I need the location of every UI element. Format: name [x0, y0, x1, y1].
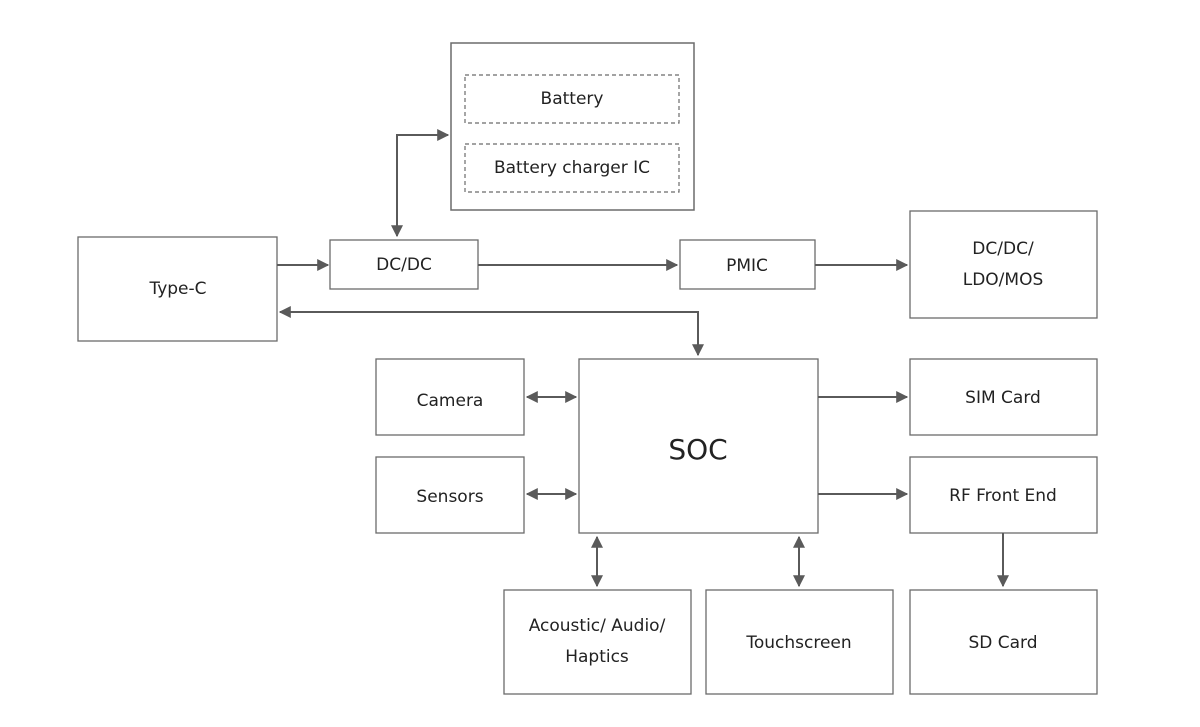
soc-label: SOC — [668, 433, 727, 466]
battery-charger-label: Battery charger IC — [494, 158, 650, 178]
audio-label-line2: Haptics — [565, 647, 629, 667]
sd-card-label: SD Card — [968, 633, 1037, 653]
touchscreen-label: Touchscreen — [745, 633, 851, 653]
soc-block: SOC — [578, 358, 819, 534]
pmic-label: PMIC — [726, 256, 768, 276]
regulators-block: DC/DC/ LDO/MOS — [909, 210, 1098, 319]
sim-card-label: SIM Card — [965, 388, 1041, 408]
dcdc-label: DC/DC — [376, 255, 432, 275]
camera-block: Camera — [375, 358, 525, 436]
battery-label: Battery — [541, 89, 604, 109]
audio-label-line1: Acoustic/ Audio/ — [529, 616, 666, 636]
sensors-block: Sensors — [375, 456, 525, 534]
sensors-label: Sensors — [416, 487, 483, 507]
type-c-block: Type-C — [77, 236, 278, 342]
rf-front-end-block: RF Front End — [909, 456, 1098, 534]
touchscreen-block: Touchscreen — [705, 589, 894, 695]
audio-block: Acoustic/ Audio/ Haptics — [503, 589, 692, 695]
regulators-label-line2: LDO/MOS — [963, 270, 1044, 290]
battery-block — [464, 74, 680, 124]
dcdc-block: DC/DC — [329, 239, 479, 290]
rf-front-end-label: RF Front End — [949, 486, 1057, 506]
sd-card-block: SD Card — [909, 589, 1098, 695]
battery-charger-block — [464, 143, 680, 193]
regulators-label-line1: DC/DC/ — [972, 239, 1034, 259]
camera-label: Camera — [417, 391, 484, 411]
arrow-typec-soc — [278, 306, 704, 357]
arrow-dcdc-battery — [391, 129, 450, 238]
sim-card-block: SIM Card — [909, 358, 1098, 436]
pmic-block: PMIC — [679, 239, 816, 290]
type-c-label: Type-C — [148, 279, 206, 299]
battery-pack-block: Battery Battery charger IC — [450, 42, 695, 211]
